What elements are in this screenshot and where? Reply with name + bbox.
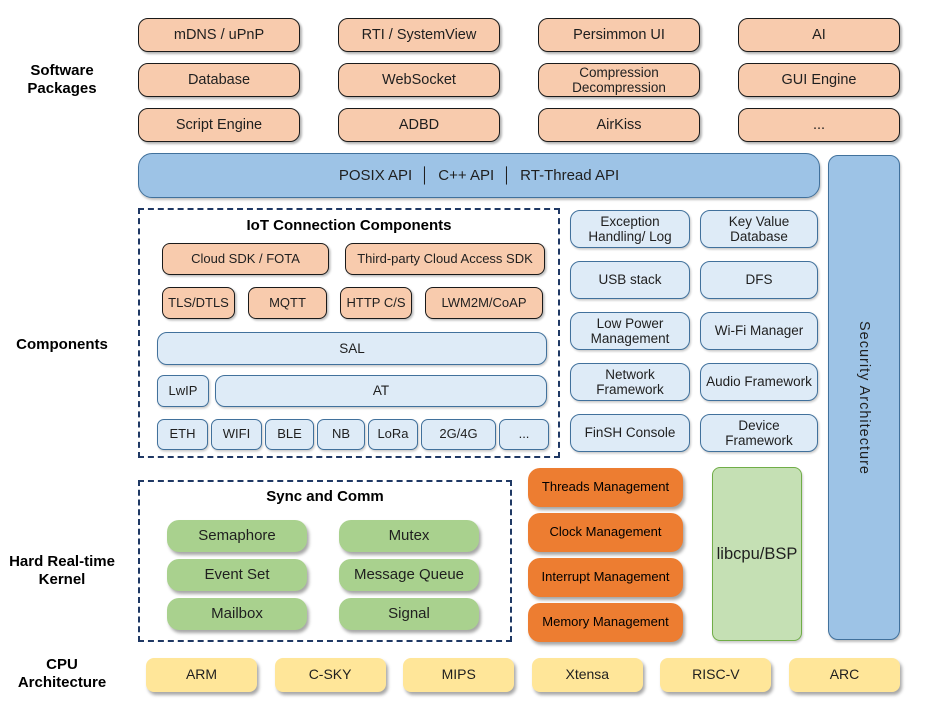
kernel-management-column: Threads Management Clock Management Inte… [528,468,683,642]
package-box: GUI Engine [738,63,900,97]
protocol-box: MQTT [248,287,327,319]
management-box: Memory Management [528,603,683,642]
at-bar: AT [215,375,547,407]
sync-comm-title: Sync and Comm [266,488,384,505]
link-box: BLE [265,419,314,450]
package-box: Compression Decompression [538,63,700,97]
cpu-box: Xtensa [531,658,643,692]
api-layer-bar: POSIX API │ C++ API │ RT-Thread API [138,153,820,198]
ipc-box: Event Set [167,559,307,591]
cpu-box: C-SKY [274,658,386,692]
package-box: ADBD [338,108,500,142]
service-box: FinSH Console [570,414,690,452]
cpu-box: ARM [146,658,257,692]
sal-bar: SAL [157,332,547,365]
iot-box-title: IoT Connection Components [246,217,452,234]
package-box: mDNS / uPnP [138,18,300,52]
service-box: Device Framework [700,414,818,452]
sync-and-comm-box: Sync and Comm Semaphore Mutex Event Set … [138,480,512,642]
protocol-box: LWM2M/CoAP [425,287,543,319]
package-box: Script Engine [138,108,300,142]
cpu-box: ARC [788,658,900,692]
service-components-grid: Exception Handling/ Log Key Value Databa… [570,210,818,452]
security-architecture-bar: Security Architecture [828,155,900,640]
cpu-box: MIPS [403,658,515,692]
protocol-box: TLS/DTLS [162,287,235,319]
package-box: Database [138,63,300,97]
libcpu-bsp-box: libcpu/BSP [712,467,802,641]
service-box: Key Value Database [700,210,818,248]
protocol-box: HTTP C/S [340,287,412,319]
package-box: RTI / SystemView [338,18,500,52]
ipc-box: Mutex [339,520,479,552]
service-box: Audio Framework [700,363,818,401]
iot-links-row: ETH WIFI BLE NB LoRa 2G/4G ... [157,419,549,450]
link-box: ... [499,419,549,450]
section-label-kernel: Hard Real-time Kernel [9,553,115,588]
management-box: Interrupt Management [528,558,683,597]
cpu-architecture-row: ARM C-SKY MIPS Xtensa RISC-V ARC [146,658,900,692]
service-box: Wi-Fi Manager [700,312,818,350]
lwip-box: LwIP [157,375,209,407]
management-box: Clock Management [528,513,683,552]
thirdparty-cloud-box: Third-party Cloud Access SDK [345,243,545,275]
iot-protocol-row: TLS/DTLS MQTT HTTP C/S LWM2M/CoAP [162,287,543,319]
link-box: LoRa [368,419,418,450]
ipc-grid: Semaphore Mutex Event Set Message Queue … [167,520,479,630]
security-architecture-label: Security Architecture [856,320,872,475]
section-label-components: Components [16,336,108,353]
service-box: Exception Handling/ Log [570,210,690,248]
link-box: ETH [157,419,208,450]
service-box: Network Framework [570,363,690,401]
service-box: USB stack [570,261,690,299]
package-box: AI [738,18,900,52]
service-box: DFS [700,261,818,299]
iot-cloud-row: Cloud SDK / FOTA Third-party Cloud Acces… [162,243,545,275]
ipc-box: Mailbox [167,598,307,630]
package-box: Persimmon UI [538,18,700,52]
link-box: WIFI [211,419,262,450]
package-box: WebSocket [338,63,500,97]
management-box: Threads Management [528,468,683,507]
iot-connection-components-box: IoT Connection Components Cloud SDK / FO… [138,208,560,458]
section-label-software-packages: Software Packages [27,62,97,97]
software-packages-grid: mDNS / uPnP RTI / SystemView Persimmon U… [138,18,900,142]
link-box: 2G/4G [421,419,496,450]
package-box: AirKiss [538,108,700,142]
package-box: ... [738,108,900,142]
ipc-box: Message Queue [339,559,479,591]
ipc-box: Semaphore [167,520,307,552]
cpu-box: RISC-V [660,658,772,692]
service-box: Low Power Management [570,312,690,350]
cloud-sdk-box: Cloud SDK / FOTA [162,243,329,275]
ipc-box: Signal [339,598,479,630]
section-label-cpu: CPU Architecture [17,656,107,691]
link-box: NB [317,419,365,450]
